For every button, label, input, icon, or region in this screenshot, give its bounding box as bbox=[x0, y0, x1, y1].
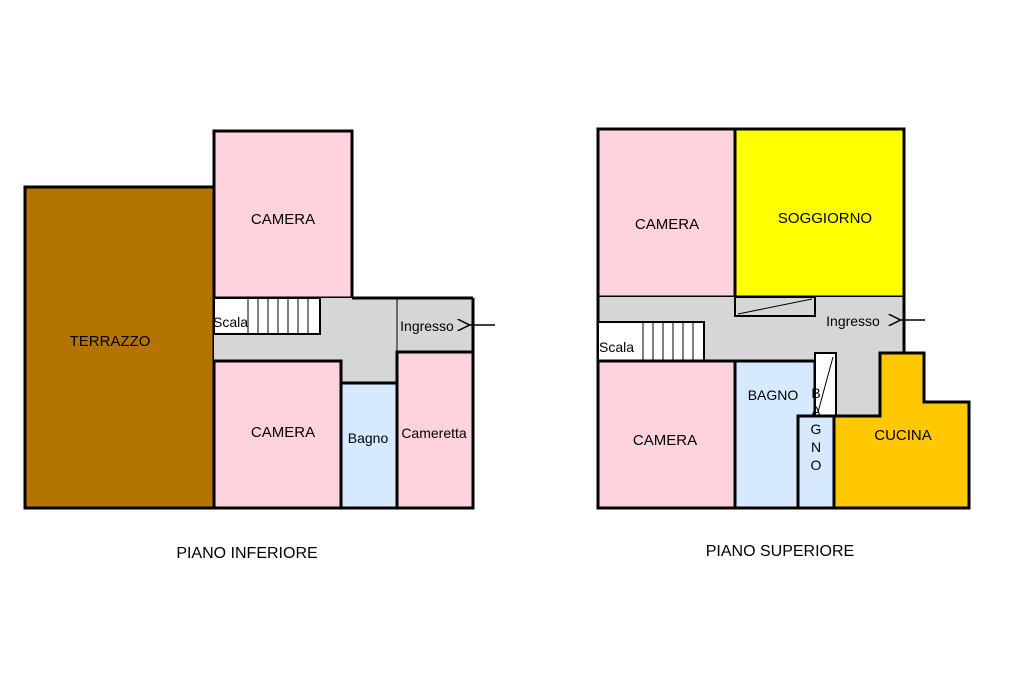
upper-bath-1-label: BAGNO bbox=[748, 387, 799, 403]
lower-bath-label: Bagno bbox=[348, 430, 389, 446]
lower-terrace-room bbox=[23, 185, 216, 510]
upper-living-label: SOGGIORNO bbox=[778, 210, 872, 227]
lower-bedroom-top-room bbox=[212, 129, 354, 300]
upper-bath-2-label: BAGNO bbox=[808, 385, 824, 475]
upper-hall-cabinet bbox=[734, 296, 816, 317]
lower-stair-treads bbox=[247, 298, 309, 334]
lower-terrace-label: TERRAZZO bbox=[70, 333, 151, 350]
upper-bedroom-bottom-room bbox=[596, 359, 737, 510]
lower-bedroom-bottom-label: CAMERA bbox=[251, 424, 315, 441]
upper-floor-caption: PIANO SUPERIORE bbox=[706, 543, 854, 560]
upper-living-room bbox=[733, 127, 906, 299]
upper-kitchen-label: CUCINA bbox=[874, 427, 932, 444]
lower-bath-room bbox=[339, 381, 399, 510]
lower-floor-caption: PIANO INFERIORE bbox=[176, 545, 317, 562]
upper-bedroom-top-label: CAMERA bbox=[635, 216, 699, 233]
upper-stair-treads bbox=[642, 322, 694, 361]
upper-stairs bbox=[597, 321, 705, 362]
upper-stairs-label: Scala bbox=[599, 339, 634, 355]
lower-small-room-label: Cameretta bbox=[401, 425, 467, 441]
lower-bedroom-top-label: CAMERA bbox=[251, 211, 315, 228]
lower-small-room bbox=[395, 350, 475, 510]
upper-floor-plan: CAMERA SOGGIORNO Scala Ingresso CAMERA B… bbox=[596, 127, 971, 560]
lower-bedroom-bottom-room bbox=[212, 359, 343, 510]
lower-entrance-label: Ingresso bbox=[400, 318, 454, 334]
upper-entrance-label: Ingresso bbox=[826, 313, 880, 329]
lower-floor-plan: TERRAZZO CAMERA Scala Ingresso CAMERA Ba… bbox=[23, 129, 495, 562]
lower-stairs bbox=[213, 297, 321, 335]
upper-bedroom-top-room bbox=[596, 127, 737, 299]
upper-bedroom-bottom-label: CAMERA bbox=[633, 432, 697, 449]
lower-stairs-label: Scala bbox=[213, 314, 248, 330]
upper-kitchen-room bbox=[832, 351, 971, 510]
